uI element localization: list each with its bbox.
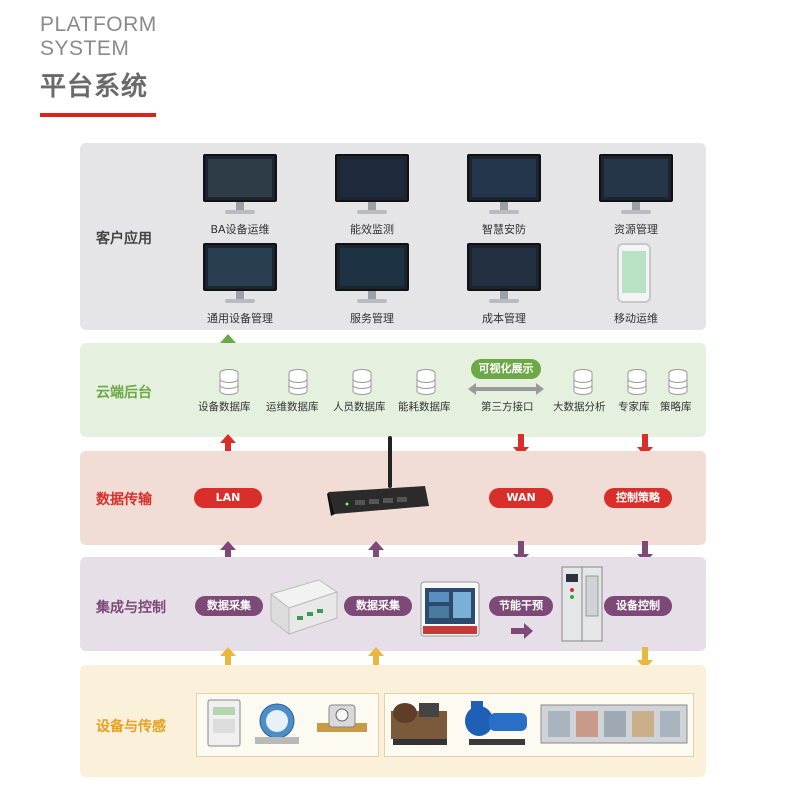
wan-pill: WAN bbox=[489, 488, 553, 508]
data-collection-pill: 数据采集 bbox=[195, 596, 263, 616]
transmission-layer-label: 数据传输 bbox=[96, 492, 152, 508]
app-label-cost: 成本管理 bbox=[482, 312, 526, 325]
database-icon bbox=[288, 369, 308, 395]
arrow-down-icon bbox=[637, 647, 653, 669]
app-label-resource: 资源管理 bbox=[614, 223, 658, 236]
controller-panel-icon bbox=[420, 581, 480, 637]
title-en-line2: SYSTEM bbox=[40, 37, 130, 60]
device-control-pill: 设备控制 bbox=[604, 596, 672, 616]
arrow-up-icon bbox=[220, 434, 236, 456]
smartphone-icon bbox=[617, 243, 651, 303]
app-label-general: 通用设备管理 bbox=[207, 312, 273, 325]
energy-intervention-pill: 节能干预 bbox=[489, 596, 553, 616]
data-collection-pill: 数据采集 bbox=[344, 596, 412, 616]
customer-layer-label: 客户应用 bbox=[96, 231, 152, 247]
cloud-layer bbox=[80, 343, 706, 437]
db-label-bigdata: 大数据分析 bbox=[553, 401, 606, 413]
arrow-right-icon bbox=[511, 623, 533, 639]
db-label-third-party: 第三方接口 bbox=[481, 401, 534, 413]
app-label-security: 智慧安防 bbox=[482, 223, 526, 236]
database-icon bbox=[627, 369, 647, 395]
monitor-icon bbox=[599, 154, 673, 216]
app-label-energy: 能效监测 bbox=[350, 223, 394, 236]
electricity-meter-icon bbox=[207, 699, 241, 747]
arrow-up-icon bbox=[368, 541, 384, 563]
app-label-ba: BA设备运维 bbox=[210, 223, 270, 236]
devices-layer-label: 设备与传感 bbox=[96, 719, 166, 735]
chiller-unit-icon bbox=[391, 703, 447, 745]
visualization-pill: 可视化展示 bbox=[471, 359, 541, 379]
arrow-down-icon bbox=[513, 434, 529, 456]
flow-meter-icon bbox=[317, 704, 367, 732]
title-en-line1: PLATFORM bbox=[40, 13, 157, 36]
monitor-icon bbox=[203, 243, 277, 305]
db-label-expert: 专家库 bbox=[618, 401, 650, 413]
database-icon bbox=[668, 369, 688, 395]
arrow-up-icon bbox=[220, 647, 236, 669]
arrow-up-icon bbox=[368, 647, 384, 669]
control-cabinet-icon bbox=[561, 566, 603, 642]
monitor-icon bbox=[203, 154, 277, 216]
database-icon bbox=[416, 369, 436, 395]
lan-pill: LAN bbox=[194, 488, 262, 508]
control-strategy-pill: 控制策略 bbox=[604, 488, 672, 508]
app-label-service: 服务管理 bbox=[350, 312, 394, 325]
db-label-strategy: 策略库 bbox=[660, 401, 692, 413]
monitor-icon bbox=[467, 243, 541, 305]
arrow-down-icon bbox=[637, 434, 653, 456]
db-label-personnel: 人员数据库 bbox=[333, 401, 386, 413]
db-label-maintenance: 运维数据库 bbox=[266, 401, 319, 413]
database-icon bbox=[573, 369, 593, 395]
double-arrow-icon bbox=[468, 383, 544, 395]
monitor-icon bbox=[467, 154, 541, 216]
data-collector-module-icon bbox=[269, 579, 339, 636]
arrow-up-icon bbox=[220, 541, 236, 563]
title-cn: 平台系统 bbox=[40, 72, 149, 102]
database-icon bbox=[352, 369, 372, 395]
cloud-layer-label: 云端后台 bbox=[96, 385, 152, 401]
db-label-energy: 能耗数据库 bbox=[398, 401, 451, 413]
database-icon bbox=[219, 369, 239, 395]
title-accent-bar bbox=[40, 113, 156, 117]
app-label-mobile: 移动运维 bbox=[614, 312, 658, 325]
water-pump-icon bbox=[465, 701, 527, 745]
air-handling-unit-icon bbox=[540, 704, 688, 744]
integration-layer-label: 集成与控制 bbox=[96, 600, 166, 616]
db-label-device: 设备数据库 bbox=[198, 401, 251, 413]
monitor-icon bbox=[335, 154, 409, 216]
monitor-icon bbox=[335, 243, 409, 305]
water-meter-icon bbox=[255, 703, 299, 744]
wireless-gateway-icon bbox=[327, 436, 429, 516]
